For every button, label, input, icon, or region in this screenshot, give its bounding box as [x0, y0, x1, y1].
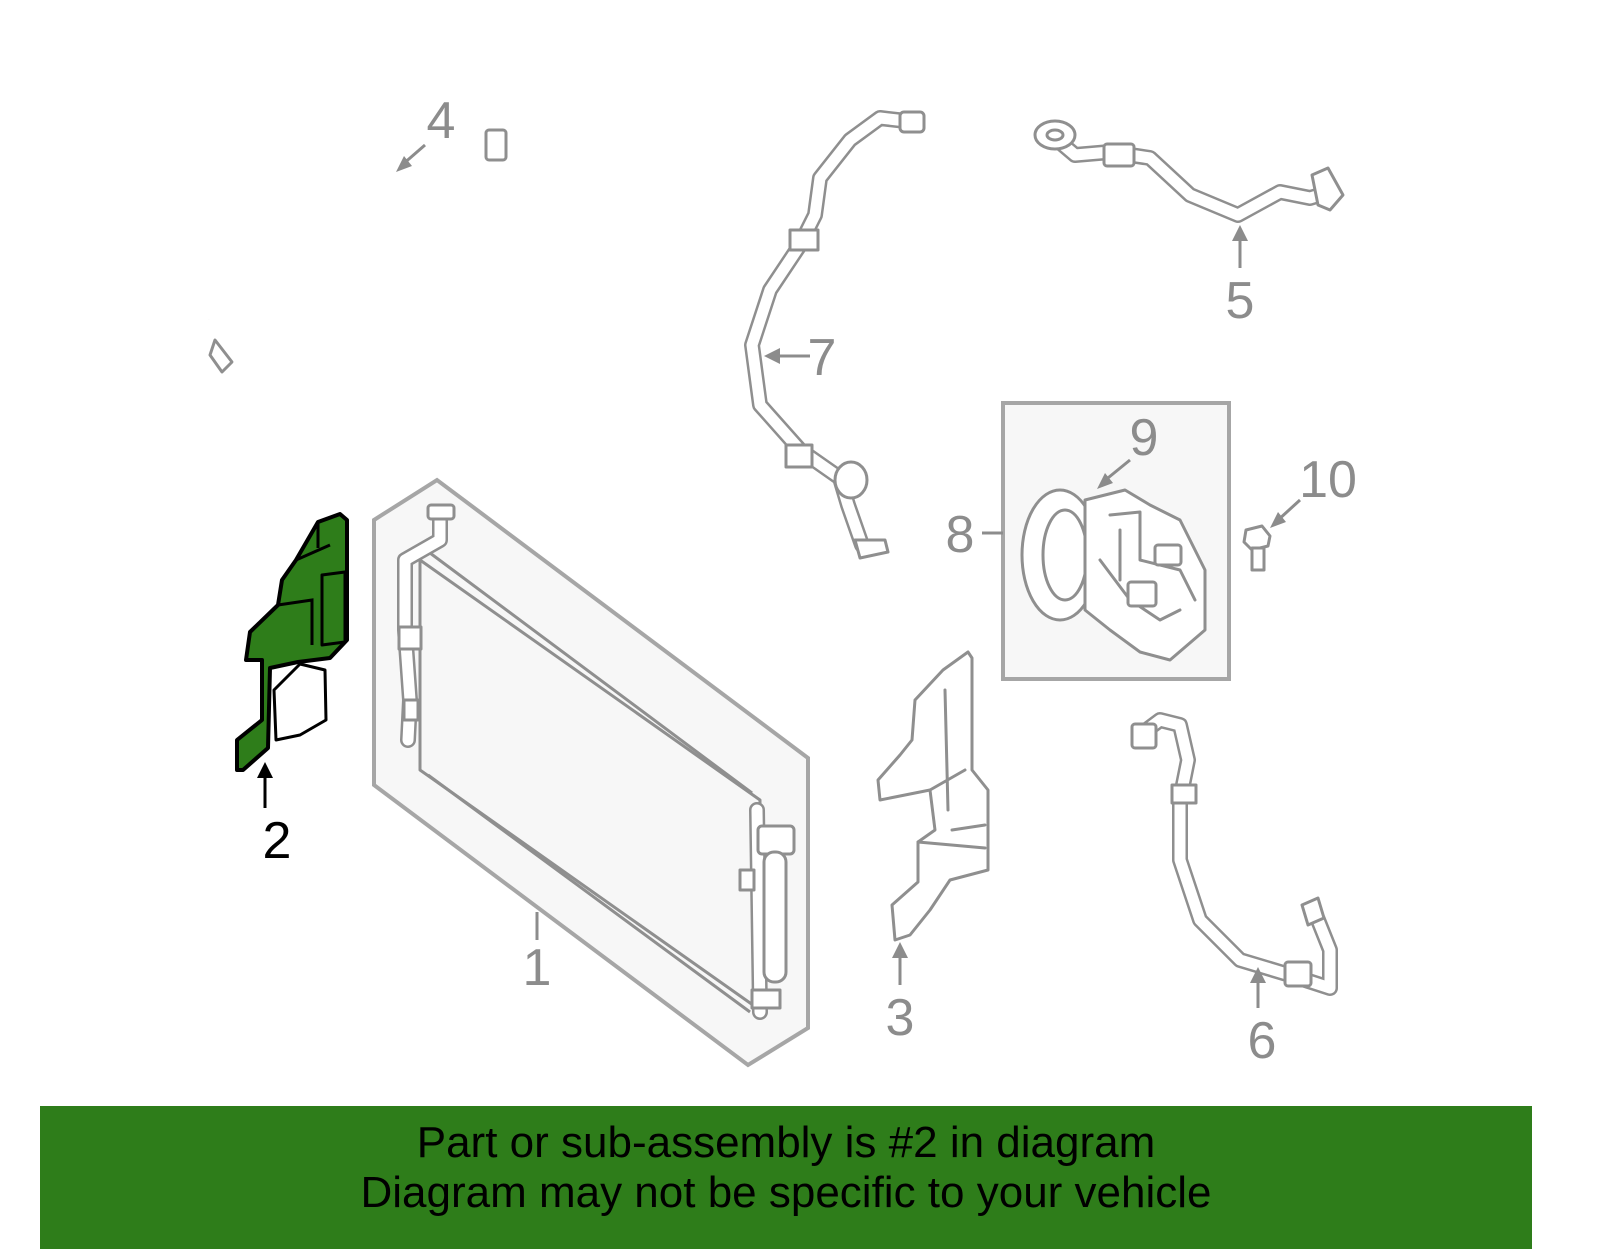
pipe-part-5[interactable] — [1033, 119, 1345, 223]
callout-3-arrow — [892, 942, 908, 985]
callout-10-arrow — [1270, 498, 1302, 528]
condenser-part-1[interactable] — [372, 477, 810, 1068]
callout-6[interactable]: 6 — [1248, 1012, 1277, 1070]
callout-2[interactable]: 2 — [263, 812, 292, 870]
callout-3[interactable]: 3 — [886, 989, 915, 1047]
callout-5-arrow — [1232, 225, 1248, 268]
callout-9[interactable]: 9 — [1130, 409, 1159, 467]
callout-4[interactable]: 4 — [427, 92, 456, 150]
compressor-part-9[interactable] — [1020, 488, 1207, 662]
bolt-part-10[interactable] — [1242, 524, 1272, 572]
callout-2-arrow — [257, 762, 273, 808]
pipe-part-4[interactable] — [197, 112, 708, 398]
callout-7[interactable]: 7 — [808, 329, 837, 387]
hose-part-6[interactable] — [1130, 712, 1338, 996]
callout-7-arrow — [764, 348, 810, 364]
callout-6-arrow — [1250, 967, 1266, 1008]
banner-line-2: Diagram may not be specific to your vehi… — [360, 1168, 1212, 1217]
info-banner: Part or sub-assembly is #2 in diagram Di… — [40, 1106, 1532, 1249]
callout-9-arrow — [1097, 458, 1131, 489]
callout-1[interactable]: 1 — [523, 939, 552, 997]
hose-part-7[interactable] — [744, 110, 926, 560]
callout-10[interactable]: 10 — [1299, 451, 1357, 509]
air-guide-part-3[interactable] — [876, 650, 990, 942]
callout-5[interactable]: 5 — [1226, 272, 1255, 330]
callout-4-arrow — [396, 143, 426, 172]
callout-8[interactable]: 8 — [946, 506, 975, 564]
banner-line-1: Part or sub-assembly is #2 in diagram — [416, 1118, 1156, 1167]
air-guide-part-2[interactable] — [235, 512, 349, 772]
